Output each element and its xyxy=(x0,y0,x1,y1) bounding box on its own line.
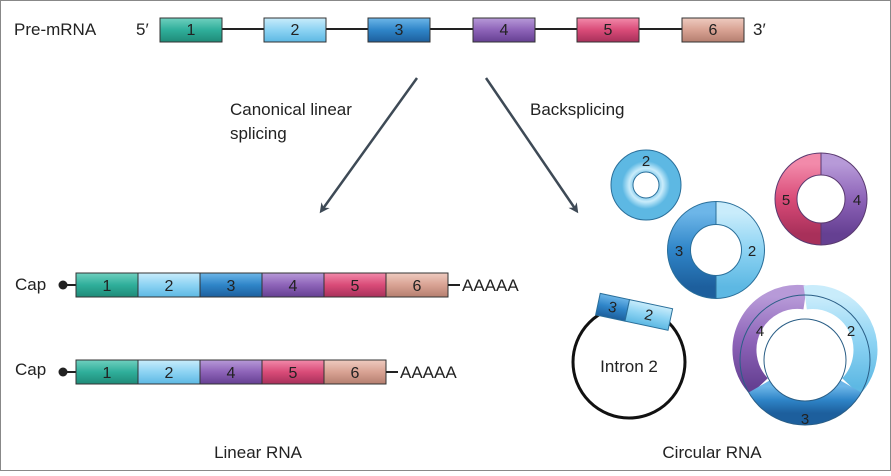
lin2-exon-2-label: 2 xyxy=(165,365,174,382)
pre-exon-3-label: 3 xyxy=(395,22,404,39)
circrna-32-right-half xyxy=(715,201,765,299)
lin2-exon-1-label: 1 xyxy=(103,365,112,382)
lin1-exon-3-label: 3 xyxy=(227,278,236,295)
big-ring-exon4 xyxy=(732,284,807,395)
three-prime-label: 3′ xyxy=(753,20,766,39)
five-prime-label: 5′ xyxy=(136,20,149,39)
lin2-exon-5-label: 5 xyxy=(289,365,298,382)
lin2-exon-6-label: 6 xyxy=(351,365,360,382)
intron-exon2-label: 2 xyxy=(643,306,655,324)
canonical-splicing-arrow xyxy=(319,77,419,214)
pre-exon-5 xyxy=(576,17,640,43)
circrna-32-label-2: 2 xyxy=(748,243,756,260)
lin2-exon-4-label: 4 xyxy=(227,365,236,382)
intron-label: Intron 2 xyxy=(600,357,658,376)
pre-exon-6 xyxy=(681,17,745,43)
lin1-exon-4 xyxy=(261,272,325,298)
lin1-exon-6-label: 6 xyxy=(413,278,422,295)
lin1-exon-4-label: 4 xyxy=(289,278,298,295)
circrna-exon4-2-3: 4 2 3 xyxy=(732,284,878,428)
lin2-exon-2 xyxy=(137,359,201,385)
pre-exon-1-label: 1 xyxy=(187,22,196,39)
canonical-splicing-label-line2: splicing xyxy=(230,124,287,143)
circrna-32-label-3: 3 xyxy=(675,243,683,260)
big-ring-label-4: 4 xyxy=(756,323,764,340)
circrna-exon5-4: 5 4 xyxy=(774,152,868,246)
canonical-splicing-label-line1: Canonical linear xyxy=(230,100,352,119)
pre-exon-5-label: 5 xyxy=(604,22,613,39)
circrna-intron2: 3 2 Intron 2 xyxy=(571,292,687,420)
pre-exon-3 xyxy=(367,17,431,43)
circrna-54-label-4: 4 xyxy=(853,192,861,209)
circrna-exon2-label: 2 xyxy=(642,153,650,170)
backsplicing-arrow xyxy=(484,77,579,214)
circrna-exon2-inner-edge xyxy=(632,171,660,199)
polya-label-1: AAAAA xyxy=(462,276,519,295)
big-ring-label-3: 3 xyxy=(801,411,809,428)
cap-label-1: Cap xyxy=(15,275,46,294)
cap-label-2: Cap xyxy=(15,360,46,379)
lin1-exon-5 xyxy=(323,272,387,298)
linear-rna-2: 1 2 4 5 6 xyxy=(75,359,387,385)
big-ring-inner-edge xyxy=(763,318,847,402)
pre-exon-4-label: 4 xyxy=(500,22,509,39)
big-ring-exon2 xyxy=(803,285,878,395)
polya-label-2: AAAAA xyxy=(400,363,457,382)
circrna-54-right-half xyxy=(820,153,867,245)
circular-rna-caption: Circular RNA xyxy=(662,443,762,462)
circrna-54-left-half xyxy=(775,153,822,245)
pre-exon-1 xyxy=(159,17,223,43)
pre-mrna-label: Pre-mRNA xyxy=(14,20,97,39)
lin1-exon-5-label: 5 xyxy=(351,278,360,295)
circrna-exon2-ring xyxy=(611,150,681,220)
pre-mrna-exons: 1 2 3 4 5 6 xyxy=(159,17,745,43)
lin2-exon-4 xyxy=(199,359,263,385)
lin1-exon-2-label: 2 xyxy=(165,278,174,295)
linear-rna-caption: Linear RNA xyxy=(214,443,303,462)
circrna-32-left-half xyxy=(667,201,717,299)
circrna-exon2-outer-edge xyxy=(610,149,682,221)
big-ring-outer-edge xyxy=(739,294,871,426)
lin2-exon-6 xyxy=(323,359,387,385)
pre-exon-6-label: 6 xyxy=(709,22,718,39)
circrna-54-label-5: 5 xyxy=(782,192,790,209)
big-ring-label-2: 2 xyxy=(847,323,855,340)
lin1-exon-1-label: 1 xyxy=(103,278,112,295)
intron-exon2-block xyxy=(624,299,674,331)
lin1-exon-3 xyxy=(199,272,263,298)
circrna-exon3-2: 3 2 xyxy=(667,201,765,299)
circrna-exon2: 2 xyxy=(610,149,682,221)
pre-exon-2 xyxy=(263,17,327,43)
lin1-exon-1 xyxy=(75,272,139,298)
pre-exon-4 xyxy=(472,17,536,43)
pre-exon-2-label: 2 xyxy=(291,22,300,39)
big-ring-exon3 xyxy=(748,380,862,425)
backsplicing-label: Backsplicing xyxy=(530,100,625,119)
intron-exon3-label: 3 xyxy=(607,299,619,317)
linear-rna-1: 1 2 3 4 5 6 xyxy=(75,272,449,298)
